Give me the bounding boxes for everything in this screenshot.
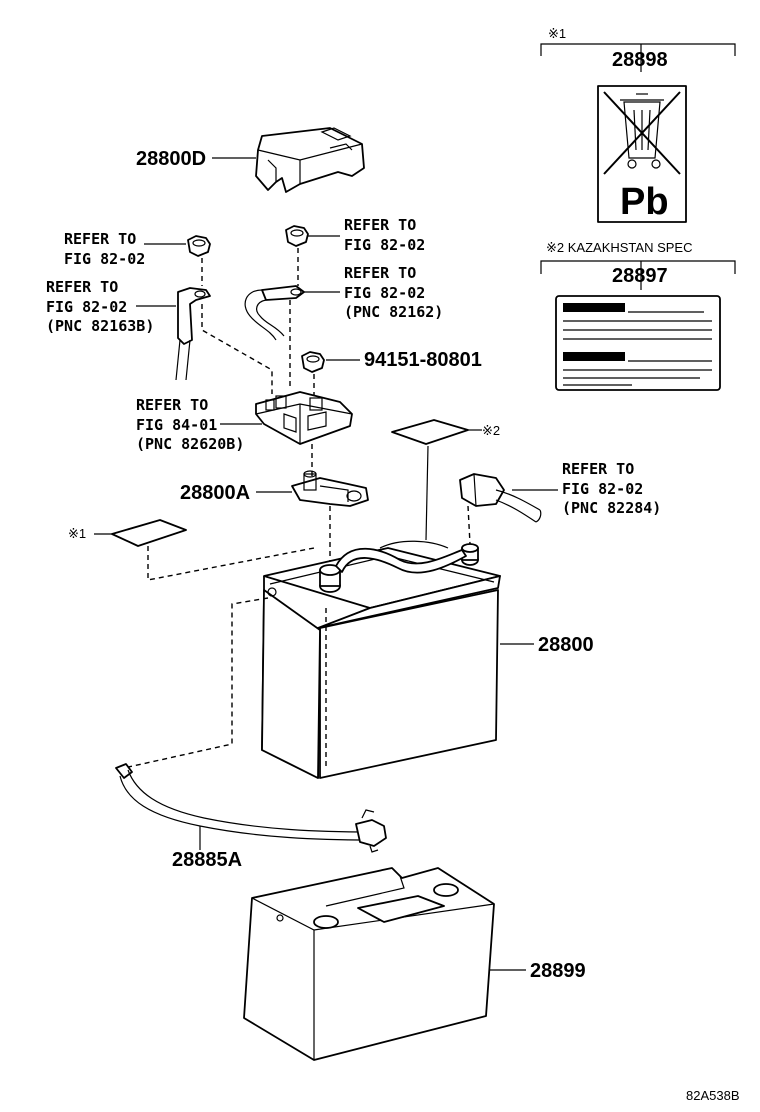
ref-nut-right-line2: FIG 82-02 (344, 236, 425, 254)
note2-header: ※2 KAZAKHSTAN SPEC (546, 240, 692, 255)
label-28897-number[interactable]: 28897 (612, 265, 668, 287)
nut-right[interactable] (285, 225, 309, 247)
hose-label[interactable]: 28885A (172, 849, 242, 871)
ref-connector-line3: (PNC 82284) (562, 499, 661, 517)
battery-28800[interactable] (261, 540, 501, 779)
ref-cable-line3: (PNC 82162) (344, 303, 443, 321)
ref-fuse-line1: REFER TO (136, 396, 208, 414)
warning-label-lines (563, 303, 712, 386)
vent-hose-28885A[interactable] (115, 763, 387, 853)
sticker-note1[interactable] (111, 519, 187, 547)
nut-part-number[interactable]: 94151-80801 (364, 349, 482, 371)
ref-nut-left-line1: REFER TO (64, 230, 136, 248)
ref-nut-left-line2: FIG 82-02 (64, 250, 145, 268)
ref-fuse-line3: (PNC 82620B) (136, 435, 244, 453)
crossed-bin-icon (603, 91, 681, 175)
note2-marker-sticker: ※2 (482, 423, 500, 438)
cover-label[interactable]: 28800D (136, 148, 206, 170)
ref-cable-line2: FIG 82-02 (344, 284, 425, 302)
note1-marker-top: ※1 (548, 26, 566, 41)
battery-insulator-28899[interactable] (243, 867, 495, 1061)
ref-nut-right-line1: REFER TO (344, 216, 416, 234)
ref-connector-line2: FIG 82-02 (562, 480, 643, 498)
nut-left[interactable] (187, 235, 211, 257)
terminal-cover-28800D[interactable] (255, 127, 365, 193)
fuse-block[interactable] (255, 391, 353, 445)
label-28897-group: ※2 KAZAKHSTAN SPEC 28897 (540, 240, 736, 391)
warning-label-sticker[interactable] (555, 295, 721, 391)
recycle-label-sticker[interactable] (597, 85, 687, 223)
label-28897-bracket (540, 260, 736, 274)
label-28898-number[interactable]: 28898 (612, 49, 668, 71)
clamp-left[interactable] (175, 287, 211, 381)
ref-clamp-left-line3: (PNC 82163B) (46, 317, 154, 335)
battery-label[interactable]: 28800 (538, 634, 594, 656)
sticker-note2[interactable] (391, 419, 469, 445)
label-28898-group: ※1 28898 Pb (540, 26, 736, 223)
cable-terminal[interactable] (244, 285, 305, 341)
ref-clamp-left-line1: REFER TO (46, 278, 118, 296)
ref-cable-line1: REFER TO (344, 264, 416, 282)
ref-connector-line1: REFER TO (562, 460, 634, 478)
ref-clamp-left-line2: FIG 82-02 (46, 298, 127, 316)
label-28898-bracket (540, 43, 736, 56)
insulator-label[interactable]: 28899 (530, 960, 586, 982)
terminal-label[interactable]: 28800A (180, 482, 250, 504)
diagram-code: 82A538B (686, 1088, 740, 1103)
pb-mark: Pb (620, 181, 669, 223)
note1-marker-sticker: ※1 (68, 526, 86, 541)
nut-94151[interactable] (301, 351, 325, 373)
ref-fuse-line2: FIG 84-01 (136, 416, 217, 434)
battery-terminal-28800A[interactable] (291, 470, 369, 507)
sensor-connector[interactable] (459, 473, 542, 523)
